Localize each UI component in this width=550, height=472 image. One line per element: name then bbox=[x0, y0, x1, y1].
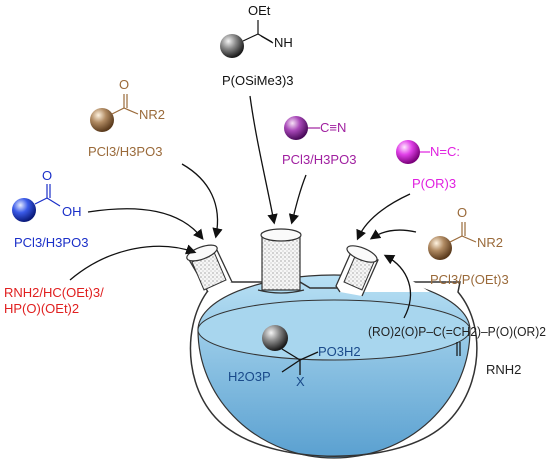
amine-route-reagent: RNH2/HC(OEt)3/ HP(O)(OEt)2 bbox=[4, 285, 104, 316]
arrow-nitrile bbox=[288, 174, 307, 225]
arrow-imidate bbox=[249, 95, 278, 225]
nitrile-condition: PCl3/H3PO3 bbox=[282, 152, 356, 167]
amide-right-condition: PCl3/P(OEt)3 bbox=[430, 272, 509, 287]
acid-ball-icon bbox=[12, 198, 36, 222]
right-neck bbox=[335, 245, 430, 297]
amide-right-reagent: O NR2 PCl3/P(OEt)3 bbox=[428, 205, 509, 287]
acid-condition: PCl3/H3PO3 bbox=[14, 235, 88, 250]
arrow-vinyl bbox=[383, 254, 412, 319]
nitrile-reagent: C≡N PCl3/H3PO3 bbox=[282, 116, 356, 167]
nitrile-group: C≡N bbox=[320, 120, 346, 135]
amine-route-line1: RNH2/HC(OEt)3/ bbox=[4, 285, 104, 300]
arrow-amide-right bbox=[369, 229, 417, 240]
flask-body bbox=[189, 281, 478, 457]
arrow-amine bbox=[69, 244, 197, 281]
acid-hydroxyl: OH bbox=[62, 204, 82, 219]
isonitrile-condition: P(OR)3 bbox=[412, 176, 456, 191]
product-left-group: H2O3P bbox=[228, 369, 271, 384]
imidate-condition: P(OSiMe3)3 bbox=[222, 73, 294, 88]
amide-top-ball-icon bbox=[90, 108, 114, 132]
acid-oxygen: O bbox=[42, 168, 52, 183]
nitrile-ball-icon bbox=[284, 116, 308, 140]
vinyl-route-reagent: (RO)2(O)P–C(=CH2)–P(O)(OR)2 RNH2 bbox=[368, 324, 546, 377]
isonitrile-ball-icon bbox=[396, 140, 420, 164]
isonitrile-group: N=C: bbox=[430, 144, 460, 159]
acid-reagent: O OH PCl3/H3PO3 bbox=[12, 168, 88, 250]
amide-right-amine: NR2 bbox=[477, 235, 503, 250]
amide-right-ball-icon bbox=[428, 236, 452, 260]
left-neck bbox=[186, 244, 233, 293]
amide-top-reagent: O NR2 PCl3/H3PO3 bbox=[88, 77, 165, 159]
center-neck bbox=[257, 228, 305, 294]
imidate-reagent: OEt NH P(OSiMe3)3 bbox=[220, 3, 294, 88]
amide-right-oxygen: O bbox=[457, 205, 467, 220]
three-neck-flask bbox=[186, 228, 478, 459]
isonitrile-reagent: N=C: P(OR)3 bbox=[396, 140, 460, 191]
product-substituent: X bbox=[296, 374, 305, 389]
arrow-acid bbox=[87, 208, 204, 241]
amide-top-amine: NR2 bbox=[139, 107, 165, 122]
arrow-amide-top bbox=[181, 163, 223, 239]
bisphosphonate-product: PO3H2 H2O3P X bbox=[228, 325, 361, 389]
imidate-ball-icon bbox=[220, 34, 244, 58]
arrow-isonitrile bbox=[356, 193, 411, 241]
imidate-ethoxy: OEt bbox=[248, 3, 271, 18]
amine-route-line2: HP(O)(OEt)2 bbox=[4, 301, 79, 316]
vinyl-formula: (RO)2(O)P–C(=CH2)–P(O)(OR)2 bbox=[368, 324, 546, 339]
amide-top-condition: PCl3/H3PO3 bbox=[88, 144, 162, 159]
amide-top-oxygen: O bbox=[119, 77, 129, 92]
imidate-nh: NH bbox=[274, 35, 293, 50]
product-core-ball-icon bbox=[262, 325, 288, 351]
vinyl-amine: RNH2 bbox=[486, 362, 521, 377]
reaction-arrows bbox=[69, 95, 417, 319]
product-right-group: PO3H2 bbox=[318, 344, 361, 359]
